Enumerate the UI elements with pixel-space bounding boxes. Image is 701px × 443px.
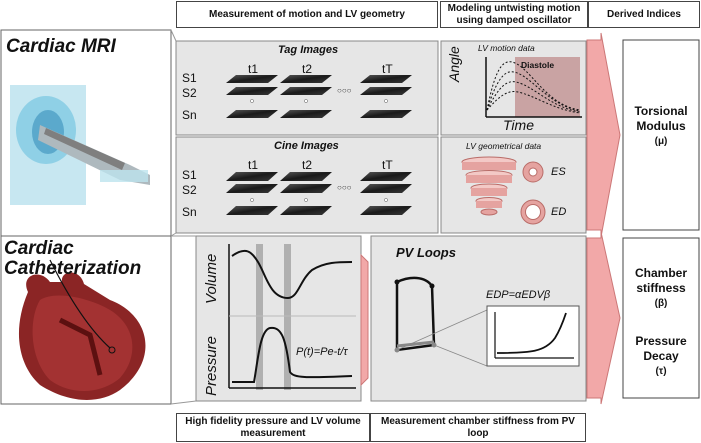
motion-plot	[485, 57, 582, 118]
index-torsion: Torsional Modulus (μ)	[624, 104, 698, 149]
cine-slice-n: Sn	[182, 205, 197, 219]
lv-cone-icon	[461, 156, 517, 216]
index-torsion-symbol: (μ)	[654, 136, 668, 147]
index-decay-line2: Decay	[643, 349, 679, 363]
header-derived: Derived Indices	[588, 1, 700, 28]
tag-time-2: t2	[302, 62, 313, 76]
pv-ylabel-pressure: Pressure	[203, 335, 220, 396]
section-mri: Cardiac MRI	[6, 36, 116, 57]
tag-title: Tag Images	[278, 44, 339, 56]
tag-slice-n: Sn	[182, 108, 197, 122]
index-chamber-line2: stiffness	[636, 281, 686, 295]
index-decay-symbol: (τ)	[655, 366, 667, 377]
arrow-mri	[586, 32, 621, 238]
index-decay-line1: Pressure	[635, 334, 687, 348]
index-torsion-line2: Modulus	[636, 119, 686, 133]
arrow-pv	[360, 253, 369, 387]
tag-time-1: t1	[248, 62, 259, 76]
tag-slice-2: S2	[182, 86, 197, 100]
cine-slice-2: S2	[182, 183, 197, 197]
arrow-cath	[586, 231, 621, 405]
heart-icon	[18, 259, 146, 400]
header-modeling: Modeling untwisting motion using damped …	[440, 1, 588, 28]
header-hifi: High fidelity pressure and LV volume mea…	[176, 413, 370, 442]
index-chamber-symbol: (β)	[654, 298, 668, 309]
index-decay: Pressure Decay (τ)	[624, 334, 698, 379]
cine-time-t: tT	[382, 158, 393, 172]
pv-loop	[394, 276, 580, 367]
pvloops-formula: EDP=αEDVβ	[486, 289, 551, 301]
es-ring-icon	[522, 161, 544, 183]
motion-xlabel: Time	[503, 117, 534, 133]
cine-time-2: t2	[302, 158, 313, 172]
motion-title: LV motion data	[478, 43, 535, 53]
geometry-ed: ED	[551, 206, 567, 218]
svg-text:○○○: ○○○	[337, 183, 352, 192]
pvloops-title: PV Loops	[396, 245, 456, 260]
ed-ring-icon	[520, 199, 546, 225]
svg-text:○○○: ○○○	[337, 86, 352, 95]
pv-ylabel-volume: Volume	[203, 253, 220, 304]
header-chamber: Measurement chamber stiffness from PV lo…	[370, 413, 586, 442]
cine-slices: ○○○	[226, 172, 412, 215]
mri-scanner-icon	[10, 85, 150, 205]
geometry-es: ES	[551, 166, 566, 178]
stiffness-index-box	[622, 237, 700, 399]
header-measurement: Measurement of motion and LV geometry	[176, 1, 438, 28]
index-torsion-line1: Torsional	[634, 104, 688, 118]
geometry-panel	[440, 136, 587, 234]
index-chamber: Chamber stiffness (β)	[624, 266, 698, 311]
section-cath-line1: Cardiac	[4, 238, 74, 259]
torsion-index-box	[622, 39, 700, 231]
cine-title: Cine Images	[274, 140, 339, 152]
motion-ylabel: Angle	[446, 46, 462, 82]
tag-slices: ○○○	[226, 75, 412, 118]
tag-slice-1: S1	[182, 71, 197, 85]
tag-time-t: tT	[382, 62, 393, 76]
section-cath-line2: Catheterization	[4, 258, 142, 279]
index-chamber-line1: Chamber	[634, 266, 687, 280]
motion-phase: Diastole	[521, 60, 555, 70]
geometry-title: LV geometrical data	[466, 141, 542, 151]
cine-slice-1: S1	[182, 168, 197, 182]
pressure-volume-plot	[228, 244, 356, 390]
pv-formula: P(t)=Pe-t/τ	[296, 346, 348, 358]
cine-time-1: t1	[248, 158, 259, 172]
